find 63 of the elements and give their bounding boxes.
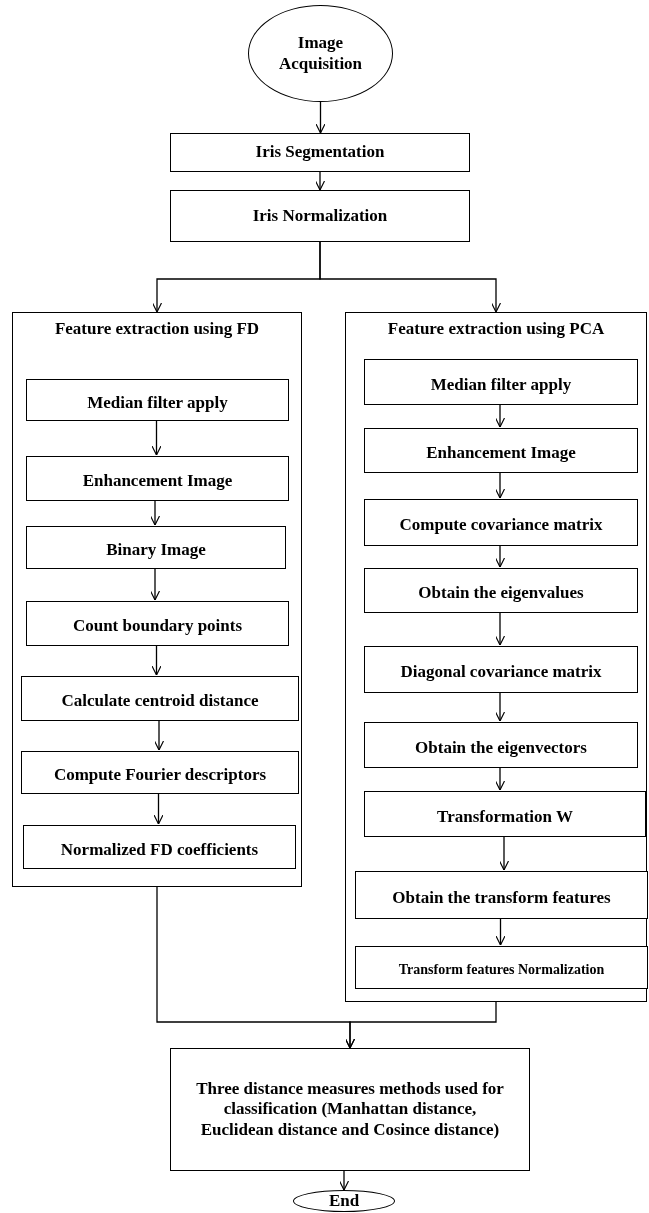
process-box [170, 133, 470, 172]
arrow [149, 567, 161, 601]
arrow [314, 171, 326, 191]
process-box [364, 428, 638, 473]
arrow [319, 241, 502, 313]
box-label: Median filter apply [86, 392, 229, 414]
process-box [26, 456, 289, 501]
panel-heading: Feature extraction using PCA [386, 319, 606, 340]
process-box [364, 568, 638, 613]
arrow [153, 792, 164, 825]
box-label: Iris Segmentation [254, 142, 386, 163]
box-label: Obtain the transform features [391, 887, 612, 909]
process-box [21, 676, 299, 721]
arrow [494, 691, 506, 722]
process-box [26, 379, 289, 421]
box-label: Obtain the eigenvalues [417, 583, 585, 604]
arrow [151, 644, 162, 676]
arrow [494, 544, 506, 568]
process-box [364, 722, 638, 768]
process-box [355, 946, 648, 989]
process-box [364, 646, 638, 693]
arrow [338, 1170, 350, 1191]
group-panel [12, 312, 302, 887]
group-panel [345, 312, 647, 1002]
box-label: Compute covariance matrix [398, 515, 604, 536]
arrow [151, 419, 162, 456]
box-label: Calculate centroid distance [60, 691, 260, 712]
box-label: Enhancement Image [81, 471, 234, 492]
box-label: Binary Image [105, 540, 207, 561]
box-label: Iris Normalization [251, 205, 389, 227]
box-label: Normalized FD coefficients [59, 839, 260, 861]
arrow [498, 835, 510, 871]
arrow [344, 1001, 497, 1049]
process-box [364, 359, 638, 405]
process-box [21, 751, 299, 794]
arrow [153, 719, 165, 751]
panel-heading: Feature extraction using FD [53, 319, 261, 340]
box-label: Median filter apply [429, 374, 573, 396]
process-box [355, 871, 648, 919]
box-label: Count boundary points [71, 616, 244, 637]
process-box [23, 825, 296, 869]
arrow [495, 917, 506, 946]
box-label: Compute Fourier descriptors [52, 765, 268, 786]
box-label: Enhancement Image [425, 443, 577, 464]
box-label: Obtain the eigenvectors [414, 737, 588, 759]
process-box [170, 190, 470, 242]
arrow [149, 499, 161, 526]
process-box [364, 791, 646, 837]
box-label: Transformation W [436, 806, 574, 828]
arrow [494, 403, 506, 428]
arrow [494, 471, 506, 499]
box-label: Transform features Normalization [397, 962, 606, 979]
box-label: Three distance measures methods used for classification (Manhattan distance, Euclidean distance and Cosince distance) [195, 1078, 505, 1141]
box-label: Image Acquisition [277, 33, 364, 74]
box-label: Diagonal covariance matrix [399, 662, 603, 683]
process-box [26, 526, 286, 569]
box-label: End [327, 1190, 361, 1212]
arrow [494, 611, 506, 646]
process-box [364, 499, 638, 546]
arrow [494, 766, 506, 791]
arrow [315, 101, 326, 134]
process-box [26, 601, 289, 646]
process-box [170, 1048, 530, 1171]
